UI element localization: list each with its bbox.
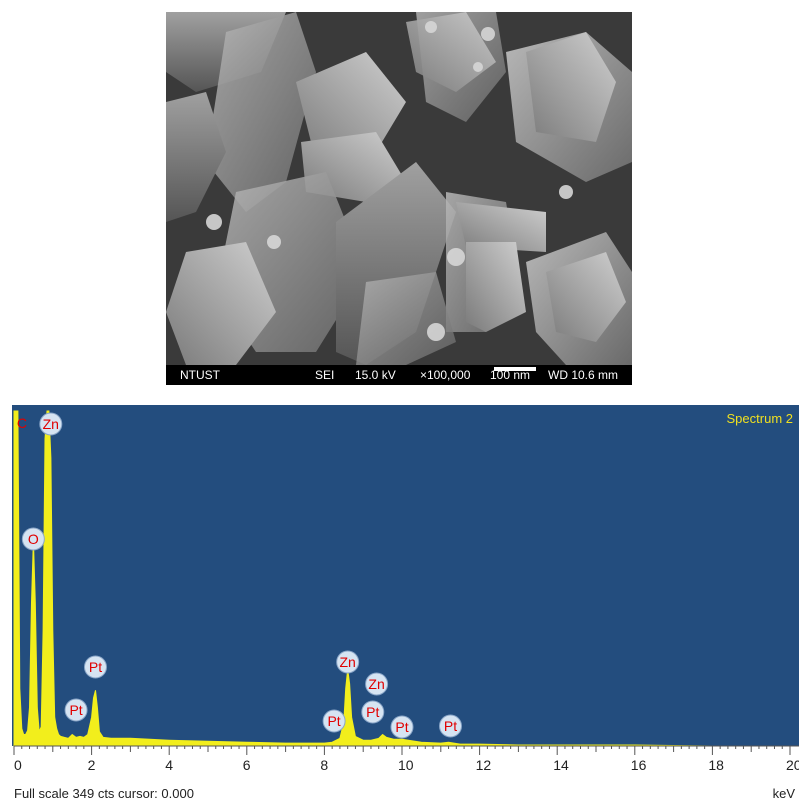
peak-label-marker	[39, 412, 63, 436]
x-axis-unit: keV	[772, 786, 795, 801]
x-tick-label: 12	[476, 757, 492, 773]
peak-label-text: Pt	[444, 718, 457, 734]
full-scale-readout: Full scale 349 cts cursor: 0.000	[14, 786, 194, 801]
peak-label-text: Pt	[327, 713, 340, 729]
peak-label-text: Pt	[69, 702, 82, 718]
peak-label-pt: Pt	[83, 655, 107, 679]
scale-bar-line	[494, 367, 536, 371]
peak-label-text: Pt	[395, 719, 408, 735]
sem-institution: NTUST	[180, 368, 220, 382]
x-tick-label: 10	[398, 757, 414, 773]
sem-working-distance: WD 10.6 mm	[548, 368, 619, 382]
peak-label-zn: Zn	[365, 672, 389, 696]
x-tick-label: 20	[786, 757, 799, 773]
sem-magnification: ×100,000	[420, 368, 471, 382]
peak-label-text: O	[28, 531, 39, 547]
peak-label-marker	[439, 714, 462, 738]
peak-label-marker	[64, 698, 88, 722]
peak-label-pt: Pt	[390, 715, 414, 739]
peak-label-o: O	[21, 527, 45, 551]
x-axis: 0 2 4 6 8 10 12 14 16 18 20	[13, 745, 799, 773]
peak-label-pt: Pt	[361, 700, 385, 724]
peak-label-marker	[21, 527, 45, 551]
sem-micrograph: NTUST SEI 15.0 kV ×100,000 100 nm WD 10.…	[166, 12, 632, 385]
x-tick-label: 2	[88, 757, 96, 773]
peak-label-pt: Pt	[322, 709, 346, 733]
peak-label-zn: Zn	[336, 650, 360, 674]
x-tick-label: 14	[553, 757, 569, 773]
peak-label-text: Zn	[340, 654, 356, 670]
plot-background	[12, 405, 799, 746]
sem-scale: 100 nm	[490, 368, 531, 382]
peak-label-marker	[322, 709, 346, 733]
peak-label-pt: Pt	[439, 714, 462, 738]
peak-label-text: Pt	[89, 659, 102, 675]
sem-image	[166, 12, 632, 365]
sem-info-bar: NTUST SEI 15.0 kV ×100,000 100 nm WD 10.…	[166, 365, 632, 385]
x-tick-label: 4	[165, 757, 173, 773]
x-tick-label: 0	[14, 757, 22, 773]
x-tick-label: 6	[243, 757, 251, 773]
peak-label-text: Zn	[43, 416, 59, 432]
x-tick-label: 18	[708, 757, 724, 773]
peak-label-text: Pt	[366, 704, 379, 720]
spectrum-area	[13, 410, 790, 747]
peak-label-marker	[390, 715, 414, 739]
peak-label-text: C	[17, 415, 27, 431]
peak-label-pt: Pt	[64, 698, 88, 722]
sem-mode: SEI	[315, 368, 335, 382]
x-tick-label: 16	[631, 757, 647, 773]
spectrum-title: Spectrum 2	[726, 411, 793, 426]
small-particles	[206, 21, 573, 341]
peak-label-text: Zn	[368, 676, 384, 692]
peak-label-c: C	[17, 415, 27, 431]
sem-voltage: 15.0 kV	[355, 368, 396, 382]
peak-label-marker	[336, 650, 360, 674]
peak-label-marker	[83, 655, 107, 679]
x-tick-label: 8	[320, 757, 328, 773]
peak-label-marker	[365, 672, 389, 696]
peak-label-marker	[361, 700, 385, 724]
peak-label-zn: Zn	[39, 412, 63, 436]
crystal-grains	[166, 12, 632, 365]
